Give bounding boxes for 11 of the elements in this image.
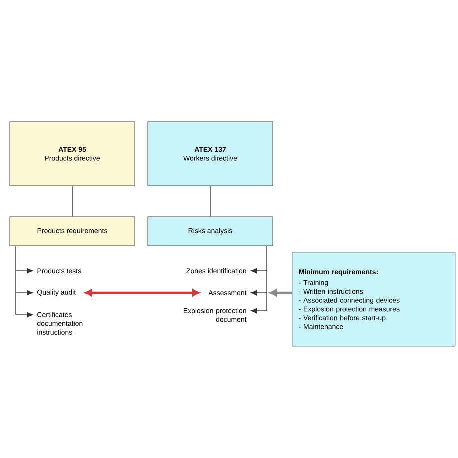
arrow [16, 312, 34, 318]
bracket-line [266, 246, 268, 312]
connector-line [72, 186, 73, 217]
arrow [250, 268, 268, 274]
arrow [270, 289, 292, 297]
arrow [250, 308, 268, 314]
double-arrow [85, 289, 200, 297]
arrow [250, 290, 268, 296]
arrow [16, 268, 34, 274]
arrow [16, 290, 34, 296]
connector-line [210, 186, 211, 217]
